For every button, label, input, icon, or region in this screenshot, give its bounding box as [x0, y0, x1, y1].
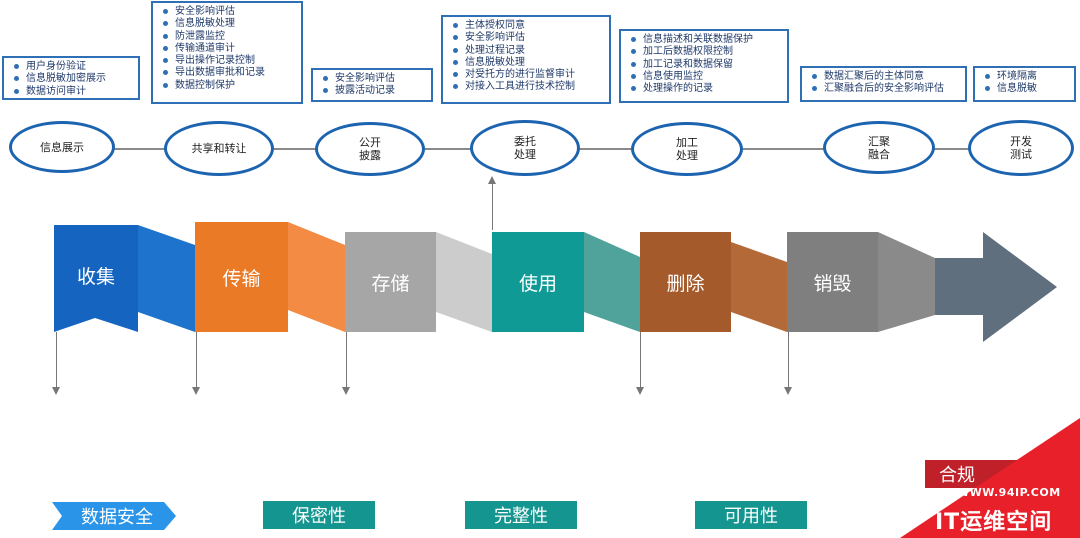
bullet-item: 信息脱敏处理 — [163, 18, 295, 30]
bullet-box-disclose: 安全影响评估 披露活动记录 — [311, 68, 433, 102]
watermark-title: IT运维空间 — [935, 510, 1053, 535]
down-line-5 — [788, 332, 789, 388]
bullet-item: 信息脱敏加密展示 — [14, 73, 132, 85]
node-devtest: 开发 测试 — [968, 120, 1074, 176]
bullet-item: 处理过程记录 — [453, 45, 603, 57]
bullet-item: 处理操作的记录 — [631, 83, 781, 95]
down-arrow-1 — [52, 387, 60, 395]
bullet-item: 环境隔离 — [985, 71, 1068, 83]
bullet-item: 数据访问审计 — [14, 86, 132, 98]
up-arrow-line — [492, 184, 493, 230]
stage-delete: 删除 — [640, 232, 731, 332]
bullet-box-display: 用户身份验证 信息脱敏加密展示 数据访问审计 — [2, 56, 140, 100]
bullet-item: 信息使用监控 — [631, 71, 781, 83]
bullet-item: 对接入工具进行技术控制 — [453, 81, 603, 93]
bullet-item: 信息脱敏处理 — [453, 57, 603, 69]
connector-collect-transmit — [138, 225, 195, 332]
down-arrow-3 — [342, 387, 350, 395]
bullet-item: 防泄露监控 — [163, 31, 295, 43]
bullet-item: 汇聚融合后的安全影响评估 — [812, 83, 959, 95]
tag-confidentiality: 保密性 — [263, 501, 375, 529]
stage-use: 使用 — [492, 232, 584, 332]
bullet-item: 安全影响评估 — [163, 6, 295, 18]
stage-collect: 收集 — [76, 265, 115, 288]
bullet-item: 主体授权同意 — [453, 20, 603, 32]
connector-destroy-arrow — [878, 232, 935, 332]
watermark-url: WWW.94IP.COM — [957, 486, 1061, 499]
bullet-item: 数据控制保护 — [163, 80, 295, 92]
up-arrow-head — [488, 176, 496, 184]
connector-use-delete — [584, 232, 640, 332]
bullet-item: 安全影响评估 — [323, 73, 425, 85]
bullet-box-process: 信息描述和关联数据保护 加工后数据权限控制 加工记录和数据保留 信息使用监控 处… — [619, 29, 789, 103]
bullet-box-merge: 数据汇聚后的主体同意 汇聚融合后的安全影响评估 — [800, 66, 967, 102]
node-process: 加工 处理 — [631, 122, 743, 176]
node-entrust: 委托 处理 — [470, 120, 580, 176]
down-line-2 — [196, 332, 197, 388]
down-line-1 — [56, 332, 57, 388]
node-info-display: 信息展示 — [9, 121, 115, 173]
down-arrow-5 — [784, 387, 792, 395]
stage-store: 存储 — [345, 232, 436, 332]
big-right-arrow — [935, 232, 1057, 342]
bullet-item: 对受托方的进行监督审计 — [453, 69, 603, 81]
bullet-item: 传输通道审计 — [163, 43, 295, 55]
bullet-box-share: 安全影响评估 信息脱敏处理 防泄露监控 传输通道审计 导出操作记录控制 导出数据… — [151, 1, 303, 104]
stage-destroy: 销毁 — [787, 232, 878, 332]
bullet-box-devtest: 环境隔离 信息脱敏 — [973, 66, 1076, 102]
bullet-item: 加工记录和数据保留 — [631, 59, 781, 71]
bullet-item: 披露活动记录 — [323, 85, 425, 97]
collect-ribbon-tail — [54, 225, 138, 332]
tag-compliance-label: 合规 — [939, 465, 975, 486]
stage-transmit: 传输 — [195, 222, 288, 332]
bullet-item: 信息描述和关联数据保护 — [631, 34, 781, 46]
bullet-box-entrust: 主体授权同意 安全影响评估 处理过程记录 信息脱敏处理 对受托方的进行监督审计 … — [441, 15, 611, 104]
bullet-item: 导出操作记录控制 — [163, 55, 295, 67]
connector-delete-destroy — [731, 242, 787, 332]
connector-store-use — [436, 232, 492, 332]
node-merge: 汇聚 融合 — [823, 121, 935, 174]
tag-integrity: 完整性 — [465, 501, 577, 529]
bullet-item: 数据汇聚后的主体同意 — [812, 71, 959, 83]
data-security-tag-shape — [52, 502, 176, 530]
bullet-item: 用户身份验证 — [14, 61, 132, 73]
down-arrow-2 — [192, 387, 200, 395]
down-line-3 — [346, 332, 347, 388]
connector-transmit-store — [288, 222, 345, 332]
tag-availability: 可用性 — [695, 501, 807, 529]
bullet-item: 安全影响评估 — [453, 32, 603, 44]
down-line-4 — [640, 332, 641, 388]
node-disclose: 公开 披露 — [315, 122, 425, 176]
node-share-transfer: 共享和转让 — [164, 121, 274, 176]
bullet-item: 导出数据审批和记录 — [163, 67, 295, 79]
tag-data-security: 数据安全 — [81, 507, 153, 528]
bullet-item: 加工后数据权限控制 — [631, 46, 781, 58]
down-arrow-4 — [636, 387, 644, 395]
bullet-item: 信息脱敏 — [985, 83, 1068, 95]
